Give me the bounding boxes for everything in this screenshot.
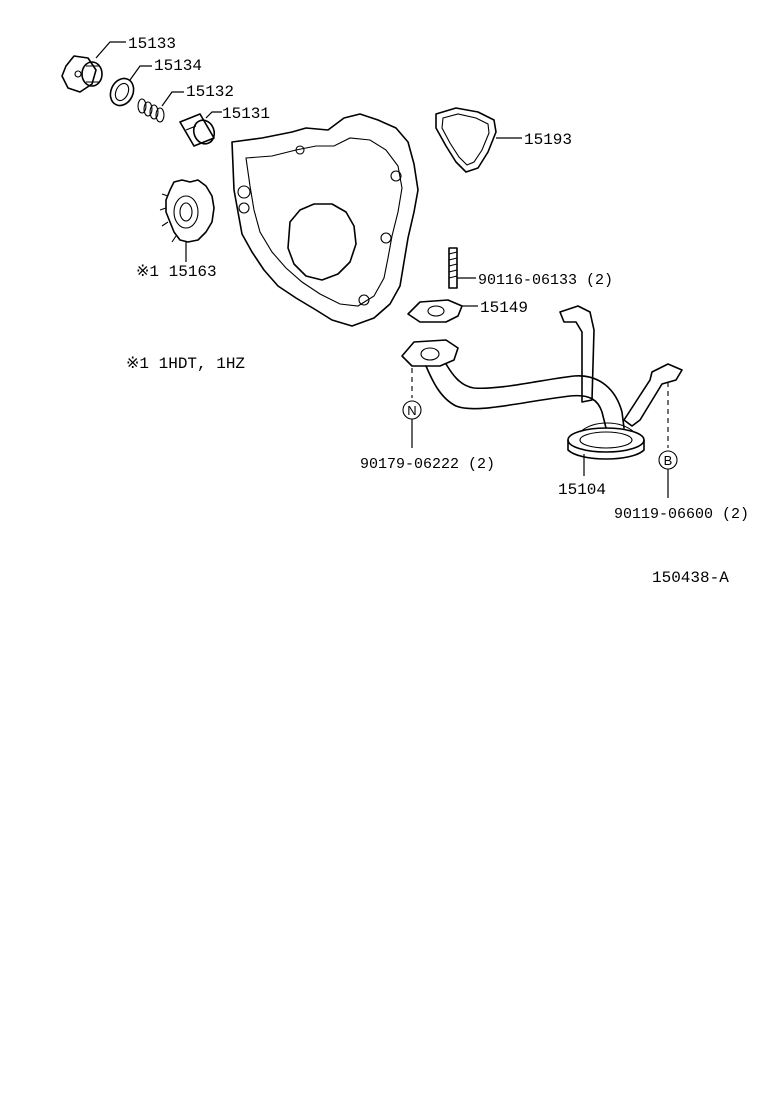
- label-15163: ※1 15163: [136, 263, 217, 281]
- gear-part: [159, 179, 215, 243]
- o-ring-part: [435, 107, 497, 173]
- marker-b-letter: B: [664, 453, 673, 468]
- spring-part: [137, 98, 165, 123]
- stud-part: [448, 247, 458, 289]
- oil-strainer-part: [401, 305, 683, 460]
- engine-note: ※1 1HDT, 1HZ: [126, 355, 245, 373]
- label-15104: 15104: [558, 481, 606, 499]
- label-90116: 90116-06133 (2): [478, 272, 613, 289]
- label-15132: 15132: [186, 83, 234, 101]
- label-15193: 15193: [524, 131, 572, 149]
- label-15149: 15149: [480, 299, 528, 317]
- gasket-part: [407, 299, 463, 323]
- plug-part: [61, 55, 103, 93]
- label-90119: 90119-06600 (2): [614, 506, 749, 523]
- label-15133: 15133: [128, 35, 176, 53]
- oil-pump-body: [231, 113, 419, 327]
- label-90179: 90179-06222 (2): [360, 456, 495, 473]
- gasket-ring-part: [109, 77, 135, 107]
- relief-valve-part: [179, 113, 216, 147]
- diagram-id: 150438-A: [652, 569, 729, 587]
- label-15131: 15131: [222, 105, 270, 123]
- label-15134: 15134: [154, 57, 202, 75]
- marker-n-letter: N: [407, 403, 416, 418]
